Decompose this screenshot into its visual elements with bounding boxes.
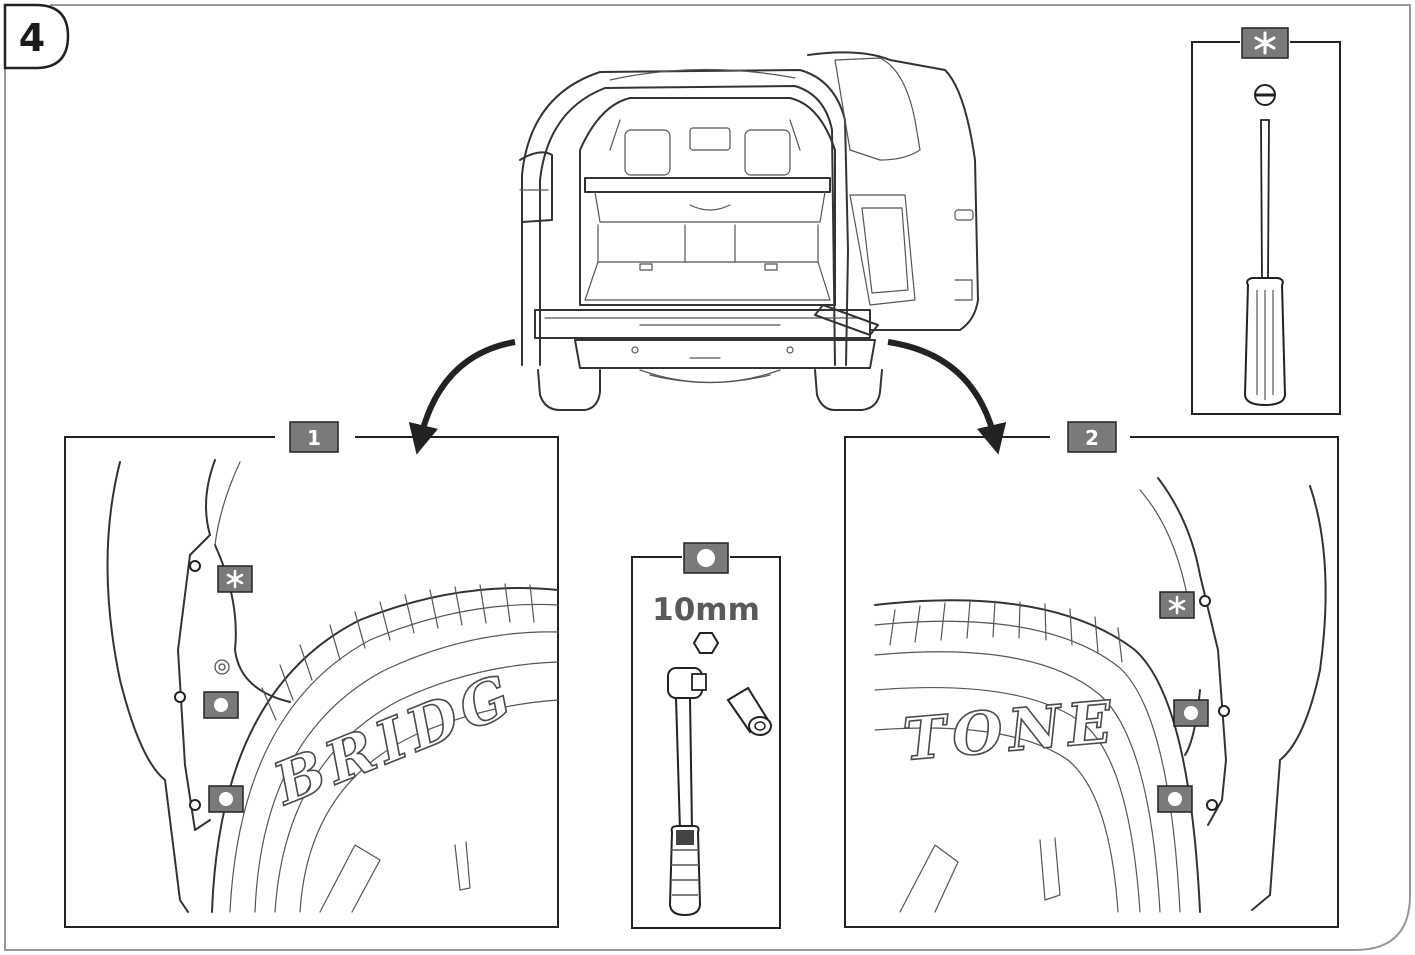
bolt-marker-left-middle xyxy=(203,691,239,719)
step-badge: 4 xyxy=(3,3,70,70)
screwdriver-tool-box xyxy=(1191,27,1341,415)
bolt-hole-lower xyxy=(189,799,201,811)
callout-label-1: 1 xyxy=(307,426,321,450)
callout-badge-1 xyxy=(289,421,339,453)
outer-frame xyxy=(4,4,1411,951)
circle-icon xyxy=(214,698,228,712)
socket-size-label: 10mm xyxy=(652,592,760,628)
hex-nut-icon xyxy=(692,632,720,654)
arrow-to-left-detail xyxy=(408,339,516,455)
bolt-hole-middle-right xyxy=(1218,705,1230,717)
circle-icon xyxy=(219,792,233,806)
asterisk-icon xyxy=(1168,595,1186,615)
vehicle-rear-view xyxy=(519,51,979,411)
right-detail-panel: 2 TONE xyxy=(844,421,1339,928)
step-number: 4 xyxy=(19,16,45,60)
left-detail-panel: 1 BRIDG xyxy=(64,421,559,928)
screw-hole-upper-right xyxy=(1199,595,1211,607)
bolt-marker-right-middle xyxy=(1173,699,1209,727)
flat-head-icon xyxy=(1254,84,1276,106)
asterisk-marker-right xyxy=(1159,591,1195,619)
screw-hole-upper xyxy=(189,560,201,572)
callout-label-2: 2 xyxy=(1085,426,1099,450)
tire-brand-text-left: BRIDG xyxy=(263,660,526,819)
arrow-to-right-detail xyxy=(887,339,1007,455)
bolt-hole-middle xyxy=(174,691,186,703)
bolt-hole-lower-right xyxy=(1206,799,1218,811)
asterisk-marker-left xyxy=(217,565,253,593)
wrench-icon xyxy=(667,667,707,917)
asterisk-icon xyxy=(1254,31,1276,55)
callout-badge-2 xyxy=(1067,421,1117,453)
socket-wrench-tool-box: 10mm xyxy=(631,542,781,929)
asterisk-icon xyxy=(226,569,244,589)
bolt-marker-right-lower xyxy=(1157,785,1193,813)
socket-icon xyxy=(726,686,772,736)
bolt-marker-left-lower xyxy=(208,785,244,813)
tire-brand-text-right: TONE xyxy=(900,687,1120,773)
screwdriver-icon xyxy=(1243,119,1287,407)
circle-icon xyxy=(697,549,715,567)
circle-icon xyxy=(1168,792,1182,806)
circle-icon xyxy=(1184,706,1198,720)
